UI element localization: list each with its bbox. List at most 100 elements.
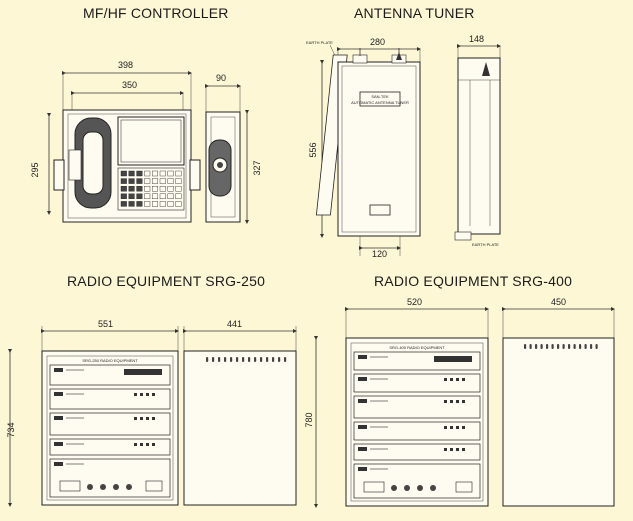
keypad-key — [144, 201, 151, 207]
keypad-key — [128, 201, 135, 207]
unit-knob — [430, 485, 436, 491]
unit-led — [450, 448, 453, 451]
keypad-key — [175, 178, 182, 184]
vent-slot — [529, 344, 532, 349]
tuner-plate-line2: AUTOMATIC ANTENNA TUNER — [351, 100, 409, 105]
unit-badge — [358, 377, 367, 381]
equipment-unit — [49, 388, 171, 410]
equipment-unit — [353, 421, 481, 441]
keypad-key — [175, 170, 182, 177]
unit-led — [462, 378, 465, 381]
vent-slot — [236, 357, 239, 362]
unit-led — [462, 426, 465, 429]
vent-slot — [254, 357, 257, 362]
unit-led — [462, 400, 465, 403]
tuner-side-view: 148 EARTH PLATE — [454, 34, 501, 247]
vent-slot — [230, 357, 233, 362]
unit-meter — [145, 480, 163, 492]
vent-slot — [524, 344, 527, 349]
controller-keypad — [120, 170, 182, 207]
unit-led — [134, 393, 137, 396]
vent-slot — [206, 357, 209, 362]
keypad-key — [144, 178, 151, 184]
unit-led — [134, 417, 137, 420]
dim-controller-width-inner: 350 — [122, 80, 137, 90]
earth-plate-label-top: EARTH PLATE — [306, 40, 333, 45]
unit-badge — [358, 425, 367, 429]
vent-slot — [595, 344, 598, 349]
unit-knob — [404, 485, 410, 491]
keypad-key — [175, 185, 182, 192]
vent-slot — [535, 344, 538, 349]
vent-slot — [584, 344, 587, 349]
keypad-key — [175, 193, 182, 200]
srg250-panel-header: SRG-250 RADIO EQUIPMENT — [82, 358, 138, 363]
equipment-unit — [353, 373, 481, 393]
tuner-front-view: 280 EARTH PLATE 556 SAN-TEK AUTOMATIC AN… — [306, 37, 421, 259]
dim-tuner-mount: 120 — [372, 249, 387, 259]
unit-led — [140, 417, 143, 420]
unit-meter — [59, 480, 81, 492]
vent-slot — [224, 357, 227, 362]
keypad-key — [120, 185, 127, 192]
equipment-unit — [49, 412, 171, 436]
equipment-unit — [49, 438, 171, 456]
equipment-unit — [353, 395, 481, 419]
unit-badge — [358, 399, 367, 403]
dim-controller-depth: 90 — [216, 73, 226, 83]
keypad-key — [167, 178, 174, 184]
vent-slot — [278, 357, 281, 362]
srg250-side-view: 441 — [183, 319, 297, 506]
unit-led — [152, 443, 155, 446]
unit-meter — [455, 481, 473, 493]
dim-tuner-width: 280 — [370, 37, 385, 47]
dim-controller-width-outer: 398 — [118, 60, 133, 70]
unit-led — [146, 443, 149, 446]
dim-srg400-width: 520 — [407, 297, 422, 307]
srg400-front-view: 520 780 SRG-400 RADIO EQUIPMENT — [304, 297, 489, 508]
unit-led — [134, 443, 137, 446]
keypad-key — [159, 193, 166, 200]
keypad-key — [159, 178, 166, 184]
keypad-key — [151, 185, 158, 192]
vent-slot — [573, 344, 576, 349]
unit-knob — [417, 485, 423, 491]
keypad-key — [144, 170, 151, 177]
unit-led — [146, 417, 149, 420]
unit-led — [152, 393, 155, 396]
vent-slot — [562, 344, 565, 349]
keypad-key — [128, 170, 135, 177]
unit-led — [444, 400, 447, 403]
dim-srg250-height: 734 — [6, 422, 16, 437]
unit-badge — [54, 462, 63, 466]
dim-srg250-depth: 441 — [227, 319, 242, 329]
dim-tuner-height: 556 — [308, 142, 318, 157]
equipment-unit — [353, 463, 481, 499]
vent-slot — [218, 357, 221, 362]
keypad-key — [128, 178, 135, 184]
unit-meter — [363, 481, 385, 493]
dim-srg400-height: 780 — [304, 412, 314, 427]
keypad-key — [136, 178, 143, 184]
keypad-key — [167, 193, 174, 200]
unit-led — [450, 400, 453, 403]
keypad-key — [120, 193, 127, 200]
equipment-unit — [353, 443, 481, 461]
keypad-key — [136, 185, 143, 192]
unit-badge — [358, 467, 367, 471]
unit-led — [450, 378, 453, 381]
keypad-key — [144, 185, 151, 192]
controller-side-view: 90 327 — [205, 73, 262, 224]
keypad-key — [151, 170, 158, 177]
controller-front-view: 398 350 295 — [30, 60, 201, 223]
keypad-key — [136, 201, 143, 207]
vent-slot — [260, 357, 263, 362]
vent-slot — [568, 344, 571, 349]
dim-tuner-depth: 148 — [469, 34, 484, 44]
vent-slot — [590, 344, 593, 349]
title-antenna-tuner: ANTENNA TUNER — [354, 5, 475, 21]
unit-knob — [87, 484, 93, 490]
vent-slot — [212, 357, 215, 362]
srg400-side-view: 450 — [502, 297, 615, 507]
